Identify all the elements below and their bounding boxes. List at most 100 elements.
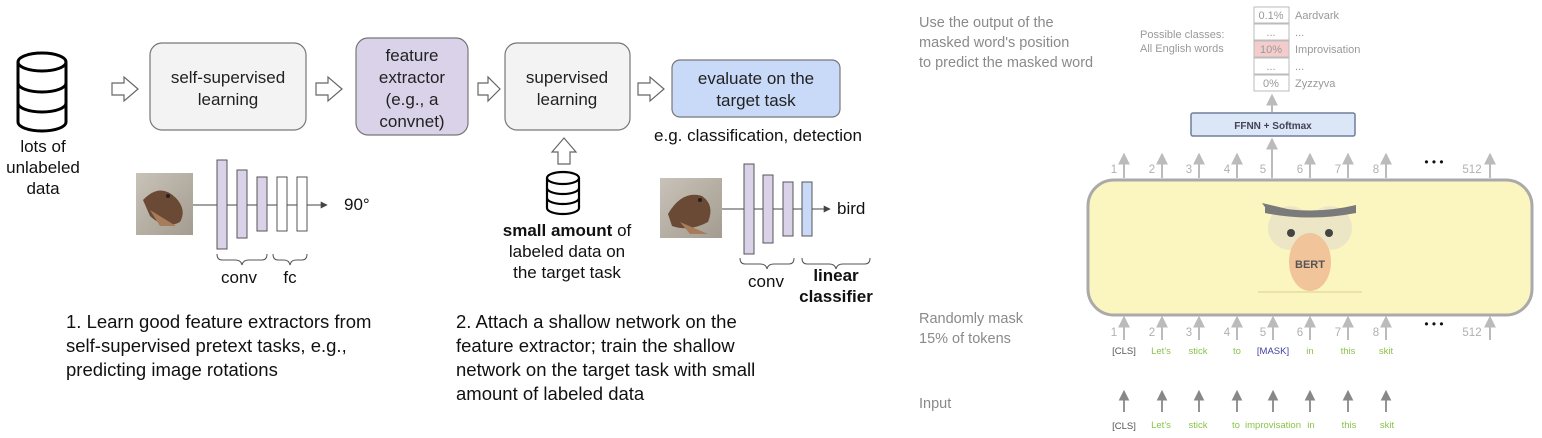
prob-word-2: ... — [1295, 27, 1304, 39]
pos-num: 1 — [1111, 327, 1117, 339]
prob-pct-2: ... — [1266, 27, 1275, 39]
masked-token: this — [1341, 346, 1356, 357]
prob-pct-5: 0% — [1263, 78, 1279, 90]
feature-box-label-1: feature — [386, 46, 439, 65]
pos-num: 7 — [1335, 164, 1341, 176]
input-token: this — [1342, 420, 1357, 431]
ssl-box-label-2: learning — [198, 90, 259, 109]
bert-face-icon — [1258, 203, 1362, 293]
pos-num: 8 — [1373, 164, 1379, 176]
pos-num: 512 — [1462, 164, 1481, 176]
labeled-data-label-2: the target task — [513, 263, 621, 282]
prob-pct-3: 10% — [1260, 44, 1282, 56]
flow-arrow-icon — [637, 75, 665, 103]
mask-note-1: Randomly mask — [919, 311, 1024, 327]
masked-token: [CLS] — [1112, 346, 1136, 357]
masked-token: to — [1233, 346, 1241, 357]
sup-box-label-1: supervised — [526, 68, 608, 87]
input-token: skit — [1380, 420, 1395, 431]
prob-cell — [1253, 57, 1290, 75]
pos-num: 7 — [1335, 327, 1341, 339]
feature-box-label-4: convnet) — [379, 112, 444, 131]
pos-num: 2 — [1149, 164, 1155, 176]
ellipsis-bottom: • • • — [1424, 317, 1443, 331]
pos-num: 8 — [1373, 327, 1379, 339]
eval-box-label-2: target task — [716, 91, 796, 110]
bird-output-label: bird — [837, 199, 865, 218]
unlabeled-data-label-3: data — [26, 179, 60, 198]
input-token: in — [1307, 420, 1314, 431]
linear-label-2: classifier — [799, 287, 873, 306]
small-amount-rest: of — [612, 221, 631, 240]
linear-classifier-layer — [801, 181, 813, 237]
output-note-3: to predict the masked word — [919, 55, 1093, 71]
pos-num: 3 — [1186, 327, 1192, 339]
fc-brace — [272, 253, 308, 266]
linear-label-1: linear — [813, 266, 859, 285]
flow-arrow-icon — [315, 75, 343, 103]
net2-conv-label: conv — [748, 272, 784, 291]
step2-line-3: network on the target task with small — [456, 359, 755, 380]
output-positions — [1118, 152, 1496, 178]
feature-box-label-2: extractor — [379, 68, 445, 87]
feature-extractor-box — [355, 37, 469, 136]
conv-layer-2 — [762, 174, 774, 244]
conv-brace — [216, 253, 268, 266]
prob-word-5: Zyzzyva — [1295, 78, 1336, 90]
conv-layer-1 — [216, 159, 228, 250]
step2-line-4: amount of labeled data — [456, 383, 645, 404]
prob-word-3: Improvisation — [1295, 44, 1360, 56]
prob-cell — [1253, 6, 1290, 24]
conv-layer-1 — [743, 163, 755, 255]
conv-brace — [739, 257, 795, 270]
small-database-icon — [545, 170, 581, 216]
masked-token: skit — [1379, 346, 1394, 357]
masked-positions — [1118, 315, 1496, 340]
bert-label: BERT — [1295, 259, 1325, 271]
input-token: Let's — [1151, 420, 1171, 431]
pos-num: 6 — [1297, 327, 1303, 339]
supervised-learning-box — [504, 42, 631, 131]
pos-num: 4 — [1224, 164, 1231, 176]
net1-conv-label: conv — [221, 268, 257, 287]
unlabeled-data-label-1: lots of — [20, 137, 66, 156]
pos-num: 512 — [1462, 327, 1481, 339]
feature-box-label-3: (e.g., a — [386, 90, 439, 109]
input-label: Input — [919, 396, 951, 412]
step2-line-2: feature extractor; train the shallow — [456, 335, 735, 356]
ffnn-softmax-label: FFNN + Softmax — [1234, 121, 1312, 132]
step1-line-1: 1. Learn good feature extractors from — [66, 311, 371, 332]
up-arrow-icon — [550, 137, 578, 165]
masked-token-mask: [MASK] — [1257, 346, 1289, 357]
prob-cell-highlight — [1253, 40, 1290, 58]
evaluate-target-task-box — [671, 59, 841, 118]
prob-word-1: Aardvark — [1295, 10, 1340, 22]
classes-label-2: All English words — [1140, 43, 1224, 55]
masked-token: in — [1306, 346, 1313, 357]
pos-num: 6 — [1297, 164, 1303, 176]
ffnn-softmax-box — [1190, 112, 1356, 137]
fc-layer-1 — [276, 176, 288, 232]
pos-num: 5 — [1260, 327, 1266, 339]
conv-layer-2 — [236, 169, 248, 239]
input-token: to — [1232, 420, 1240, 431]
masked-token: stick — [1189, 346, 1208, 357]
unlabeled-data-label-2: unlabeled — [6, 158, 80, 177]
fc-layer-2 — [296, 176, 308, 232]
bird-image-2 — [660, 178, 722, 238]
step1-line-2: self-supervised pretext tasks, e.g., — [66, 335, 347, 356]
input-arrows — [1118, 389, 1392, 412]
eval-caption: e.g. classification, detection — [654, 126, 862, 145]
input-token: stick — [1189, 420, 1208, 431]
classes-label-1: Possible classes: — [1140, 29, 1224, 41]
net1-fc-label: fc — [283, 268, 297, 287]
ssl-box-label-1: self-supervised — [171, 68, 285, 87]
output-note-2: masked word's position — [919, 35, 1069, 51]
labeled-data-label-1: labeled data on — [509, 242, 625, 261]
small-amount-bold: small amount — [503, 221, 613, 240]
eval-box-label-1: evaluate on the — [698, 69, 814, 88]
step1-line-3: predicting image rotations — [66, 359, 278, 380]
flow-arrow-icon — [111, 75, 139, 103]
ellipsis-top: • • • — [1424, 155, 1443, 169]
